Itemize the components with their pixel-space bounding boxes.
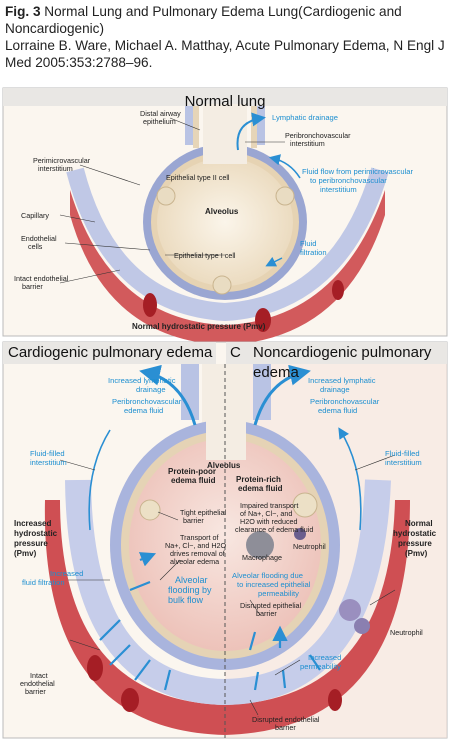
figure-title: Normal Lung and Pulmonary Edema Lung(Car… bbox=[5, 4, 402, 36]
perimicrovascular-interstitium bbox=[66, 167, 389, 322]
cardio-lymphatic-arrow bbox=[139, 364, 197, 426]
cardio-title-bar bbox=[3, 342, 216, 364]
interstitium-edema bbox=[65, 479, 391, 706]
figure-label: Fig. 3 bbox=[5, 4, 41, 19]
type2-cell bbox=[212, 275, 232, 295]
cardio-title: Cardiogenic pulmonary edema bbox=[8, 344, 213, 361]
leader-lines bbox=[59, 117, 285, 284]
edema-leader-lines bbox=[59, 454, 396, 716]
label-type1: Epithelial type I cell bbox=[174, 251, 236, 260]
type2-cell bbox=[275, 186, 295, 206]
macrophage-cell bbox=[246, 531, 274, 559]
noncardio-lymphatic-arrow bbox=[253, 364, 311, 426]
red-blood-cell bbox=[143, 293, 157, 317]
neutrophil-cell bbox=[354, 618, 370, 634]
noncardio-panel-letter: C bbox=[230, 344, 241, 361]
red-blood-cell bbox=[255, 308, 271, 332]
interstitial-flow-arrows bbox=[88, 430, 362, 531]
label-neutrophil-2: Neutrophil bbox=[390, 628, 423, 637]
red-blood-cell bbox=[87, 655, 103, 681]
label-edema-alveolus: Alveolus bbox=[207, 461, 241, 470]
normal-title-bar bbox=[3, 88, 447, 106]
label-macrophage: Macrophage bbox=[242, 553, 282, 562]
fluid-flow-arrow bbox=[268, 154, 301, 179]
alveolus-space bbox=[157, 158, 293, 286]
type2-cell bbox=[292, 492, 318, 518]
type2-cell bbox=[139, 499, 161, 521]
red-blood-cell bbox=[121, 688, 139, 712]
lymphatic-arrow bbox=[236, 112, 266, 151]
figure-citation: Lorraine B. Ware, Michael A. Matthay, Ac… bbox=[5, 38, 445, 70]
alveolus-top bbox=[206, 420, 246, 460]
label-normal-pressure: Normal hydrostatic pressure (Pmv) bbox=[132, 322, 266, 331]
red-blood-cell bbox=[332, 280, 344, 300]
edema-alveolus-space bbox=[129, 439, 321, 651]
neutrophil-cell bbox=[294, 528, 306, 540]
airway-lumen bbox=[203, 104, 247, 164]
cardio-filtration-arrows bbox=[99, 555, 172, 691]
noncardio-permeability-arrows bbox=[248, 630, 321, 691]
label-type2: Epithelial type II cell bbox=[166, 173, 230, 182]
normal-lung-title: Normal lung bbox=[184, 93, 266, 110]
label-lymphatic: Lymphatic drainage bbox=[272, 113, 338, 122]
noncardio-title: Noncardiogenic pulmonary edema bbox=[253, 344, 432, 381]
noncardio-title-bar bbox=[226, 342, 447, 364]
filtration-arrow bbox=[265, 256, 283, 267]
neutrophil-cell bbox=[339, 599, 361, 621]
label-capillary: Capillary bbox=[21, 211, 49, 220]
label-alveolus: Alveolus bbox=[205, 207, 239, 216]
type2-cell bbox=[156, 186, 176, 206]
label-neutrophil: Neutrophil bbox=[293, 542, 326, 551]
figure-caption: Fig. 3 Normal Lung and Pulmonary Edema L… bbox=[5, 3, 447, 71]
red-blood-cell bbox=[328, 689, 342, 711]
